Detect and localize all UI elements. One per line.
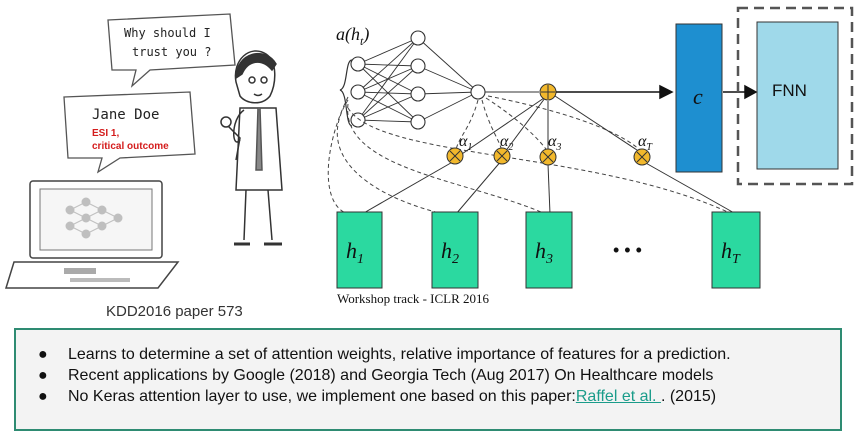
doctor-speech-bubble: Why should I trust you ? xyxy=(107,13,236,88)
hidden-states: h1 h2 h3 hT xyxy=(336,211,761,289)
svg-text:h2: h2 xyxy=(441,238,459,267)
fnn-block: FNN xyxy=(756,21,839,170)
doctor-question-line1: Why should I xyxy=(124,26,211,40)
svg-text:FNN: FNN xyxy=(772,81,807,100)
patient-name: Jane Doe xyxy=(92,107,159,123)
doctor-question-line2: trust you ? xyxy=(132,45,211,59)
sum-to-context-arrow xyxy=(556,84,674,100)
svg-text:a(ht): a(ht) xyxy=(336,24,369,48)
neural-network-icon xyxy=(65,197,123,239)
note-text-end: . (2015) xyxy=(660,388,717,405)
bullet-icon: ● xyxy=(38,388,48,405)
hidden-state-2: h2 xyxy=(431,211,479,289)
weight-label-1: α1 xyxy=(459,133,472,153)
doctor-illustration xyxy=(220,50,283,246)
note-text: No Keras attention layer to use, we impl… xyxy=(68,388,576,405)
hidden-state-1: h1 xyxy=(336,211,383,289)
multiply-operator-3 xyxy=(539,148,557,166)
multiply-operator-1 xyxy=(446,147,464,165)
attention-function-label: a(ht) xyxy=(336,24,369,48)
paper-caption: KDD2016 paper 573 xyxy=(106,303,243,320)
multiply-operators xyxy=(446,147,651,166)
hidden-state-3: h3 xyxy=(525,211,573,289)
notes-list: ● Learns to determine a set of attention … xyxy=(16,330,840,407)
weight-label-2: α2 xyxy=(500,133,513,153)
hidden-state-T: hT xyxy=(711,211,761,289)
note-item: ● No Keras attention layer to use, we imp… xyxy=(16,386,840,407)
svg-text:h3: h3 xyxy=(535,238,553,267)
weight-label-T: αT xyxy=(638,133,653,153)
dashed-input-curves xyxy=(327,95,735,216)
sum-operator xyxy=(539,83,557,101)
patient-status-line1: ESI 1, xyxy=(92,128,119,139)
multiply-operator-T xyxy=(633,148,651,166)
weight-labels: α1 α2 α3 αT xyxy=(459,133,653,153)
mlp-connections xyxy=(357,37,539,123)
note-item: ● Recent applications by Google (2018) an… xyxy=(16,365,840,386)
weight-lines xyxy=(361,95,737,215)
notes-panel: ● Learns to determine a set of attention … xyxy=(14,328,842,431)
attention-diagram: Why should I trust you ? Jane Doe ESI 1,… xyxy=(4,6,854,320)
note-item: ● Learns to determine a set of attention … xyxy=(16,344,840,365)
fnn-dashed-frame xyxy=(736,6,854,186)
patient-card-bubble: Jane Doe ESI 1, critical outcome xyxy=(63,91,196,174)
context-to-fnn-arrow xyxy=(723,84,758,100)
sequence-ellipsis: • • • xyxy=(613,240,642,260)
multiply-operator-2 xyxy=(493,147,511,165)
svg-text:h1: h1 xyxy=(346,238,364,267)
patient-status-line2: critical outcome xyxy=(92,141,169,152)
workshop-caption: Workshop track - ICLR 2016 xyxy=(337,291,490,306)
bullet-icon: ● xyxy=(38,367,48,384)
laptop-icon xyxy=(4,180,180,289)
mlp-nodes xyxy=(350,30,486,130)
note-text: Learns to determine a set of attention w… xyxy=(68,346,731,363)
context-vector: c xyxy=(675,23,723,173)
note-text: Recent applications by Google (2018) and… xyxy=(68,367,714,384)
paper-link[interactable]: Raffel et al. xyxy=(575,388,661,405)
svg-text:hT: hT xyxy=(721,238,741,267)
weight-label-3: α3 xyxy=(548,133,561,153)
bullet-icon: ● xyxy=(38,346,48,363)
svg-text:c: c xyxy=(693,84,703,109)
input-brace xyxy=(339,59,353,127)
